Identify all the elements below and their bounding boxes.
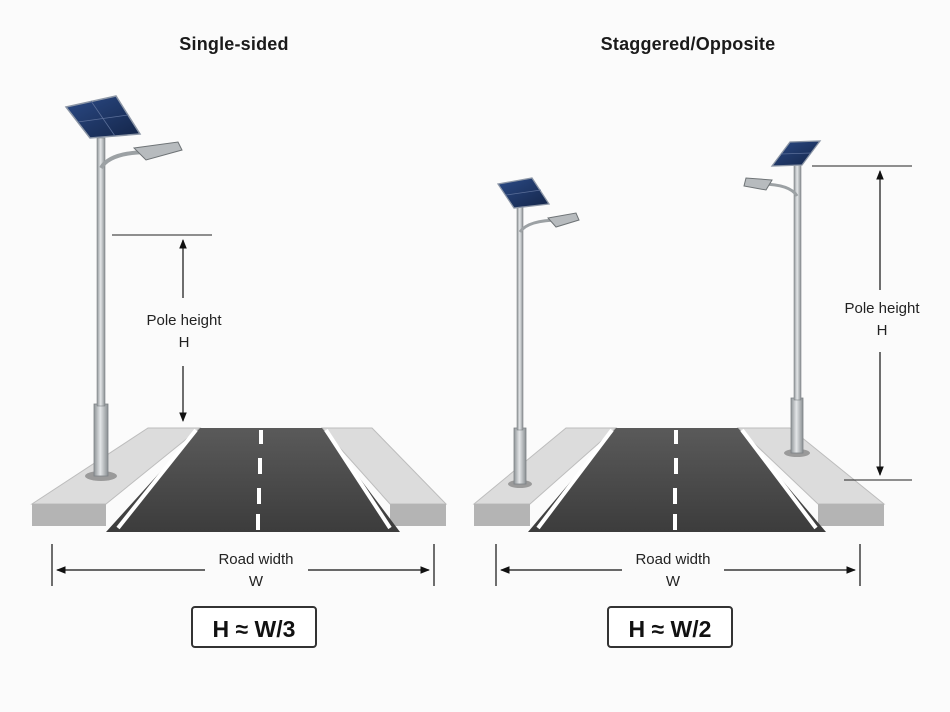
right-road-width-dimension: [495, 544, 861, 586]
solar-panel-icon: [496, 177, 551, 209]
road-surface: [528, 428, 826, 532]
right-pole-height-dimension: [812, 165, 912, 481]
title-single-sided: Single-sided: [179, 34, 289, 54]
center-lane-marking: [256, 430, 263, 530]
solar-panel-icon: [64, 95, 142, 139]
left-road-scene: [30, 427, 448, 532]
road-width-symbol: W: [665, 573, 681, 590]
road-width-text: Road width: [218, 551, 294, 568]
left-street-light: [64, 95, 183, 481]
left-pole-height-label: Pole height H: [124, 310, 244, 354]
title-staggered-opposite: Staggered/Opposite: [600, 34, 776, 54]
road-width-symbol: W: [248, 573, 264, 590]
pole-height-symbol: H: [178, 334, 190, 351]
pole-height-text: Pole height: [146, 312, 222, 329]
right-scene-right-street-light: [743, 140, 822, 457]
pole-height-symbol: H: [876, 322, 888, 339]
road-surface: [106, 428, 400, 532]
right-scene-left-street-light: [496, 177, 580, 488]
left-road-width-dimension: [51, 544, 435, 586]
road-width-text: Road width: [635, 551, 711, 568]
left-road-width-label: Road width W: [196, 549, 316, 593]
right-road-width-label: Road width W: [613, 549, 733, 593]
right-road-scene: [472, 427, 886, 532]
left-pole-height-dimension: [112, 234, 212, 422]
pole-height-text: Pole height: [844, 300, 920, 317]
formula-single-sided: H ≈ W/3: [191, 606, 317, 648]
formula-staggered-opposite: H ≈ W/2: [607, 606, 733, 648]
solar-panel-icon: [770, 140, 822, 167]
right-pole-height-label: Pole height H: [822, 298, 942, 342]
center-lane-marking: [673, 430, 678, 530]
